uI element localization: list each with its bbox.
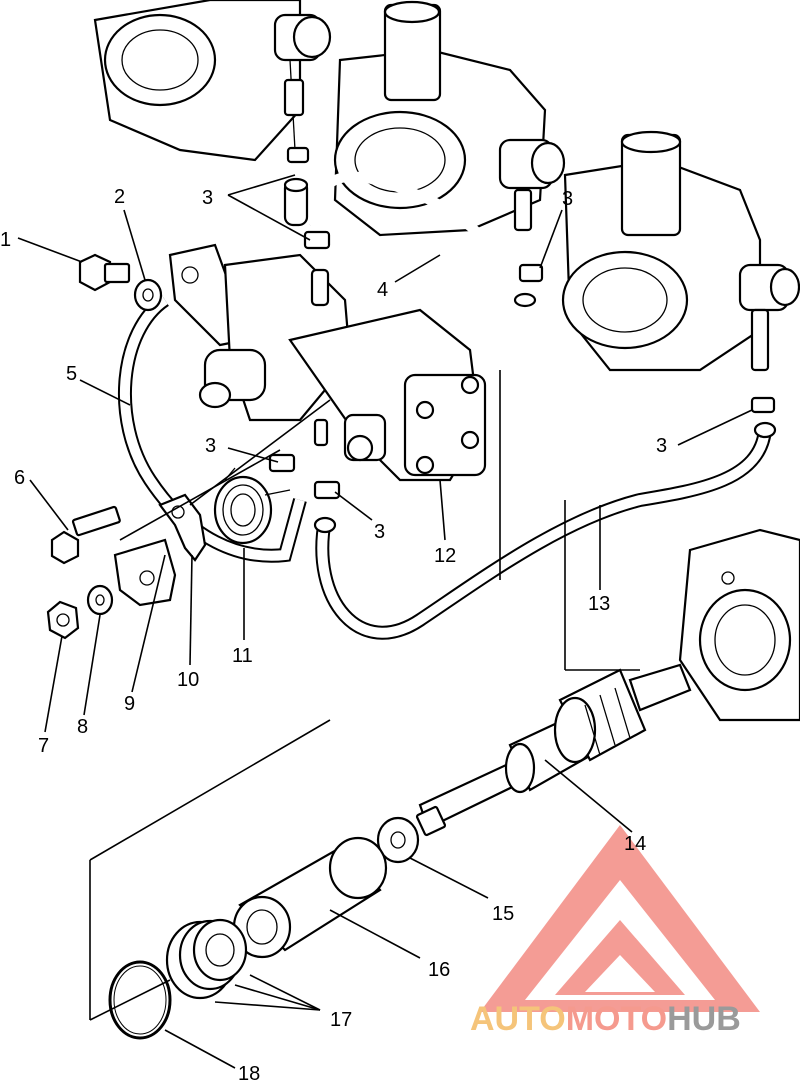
callout-label: 14 xyxy=(624,833,646,855)
o-ring-18 xyxy=(108,960,172,1040)
callout-label: 3 xyxy=(374,521,385,543)
oil-line-4 xyxy=(305,171,535,303)
hose-clamps xyxy=(268,146,776,500)
callout-label: 4 xyxy=(377,279,388,301)
svg-text:AUTOMOTOHUB: AUTOMOTOHUB xyxy=(470,1000,741,1038)
watermark-text-moto: MOTO xyxy=(566,1000,667,1038)
assembly-guide-lines xyxy=(89,370,640,1021)
pump-drive-gear-shaft xyxy=(415,663,692,837)
callout-label: 3 xyxy=(562,188,573,210)
callout-leader-lines xyxy=(17,174,753,1069)
callout-label: 10 xyxy=(177,669,199,691)
callout-label: 1 xyxy=(0,229,11,251)
watermark-logo: AUTOMOTOHUB xyxy=(470,825,760,1038)
washer-15 xyxy=(376,816,420,864)
cylinder-casting-middle xyxy=(333,0,566,237)
callout-label: 9 xyxy=(124,693,135,715)
nut-7 xyxy=(46,600,80,640)
washer-2 xyxy=(133,278,163,312)
oil-line-13 xyxy=(315,428,772,640)
watermark-text-hub: HUB xyxy=(667,1000,741,1038)
bolt-1 xyxy=(78,253,131,292)
bolt-6 xyxy=(50,505,121,565)
short-hose xyxy=(283,177,777,534)
spring-11 xyxy=(213,467,291,545)
oil-pump-assembly xyxy=(168,243,487,482)
sleeve-16 xyxy=(232,836,388,959)
callout-label: 3 xyxy=(202,187,213,209)
oil-line-5 xyxy=(118,294,307,563)
callout-label: 18 xyxy=(238,1063,260,1081)
callout-label: 2 xyxy=(114,186,125,208)
callout-label: 7 xyxy=(38,735,49,757)
callout-label: 3 xyxy=(205,435,216,457)
callout-label: 12 xyxy=(434,545,456,567)
cylinder-casting-left xyxy=(93,0,332,162)
seals-17 xyxy=(165,918,248,1000)
crankcase-section xyxy=(678,528,800,722)
callout-labels: 1 2 3 3 3 3 3 4 5 6 7 8 9 10 11 12 13 14… xyxy=(0,186,667,1081)
callout-label: 8 xyxy=(77,716,88,738)
callout-label: 3 xyxy=(656,435,667,457)
callout-label: 13 xyxy=(588,593,610,615)
callout-label: 15 xyxy=(492,903,514,925)
bracket-9 xyxy=(113,538,177,607)
callout-label: 5 xyxy=(66,363,77,385)
callout-label: 16 xyxy=(428,959,450,981)
cylinder-casting-right xyxy=(561,130,800,372)
watermark-text-auto: AUTO xyxy=(470,1000,566,1038)
callout-label: 11 xyxy=(232,645,253,667)
callout-label: 17 xyxy=(330,1009,352,1031)
callout-label: 6 xyxy=(14,467,25,489)
washer-8 xyxy=(86,584,114,616)
